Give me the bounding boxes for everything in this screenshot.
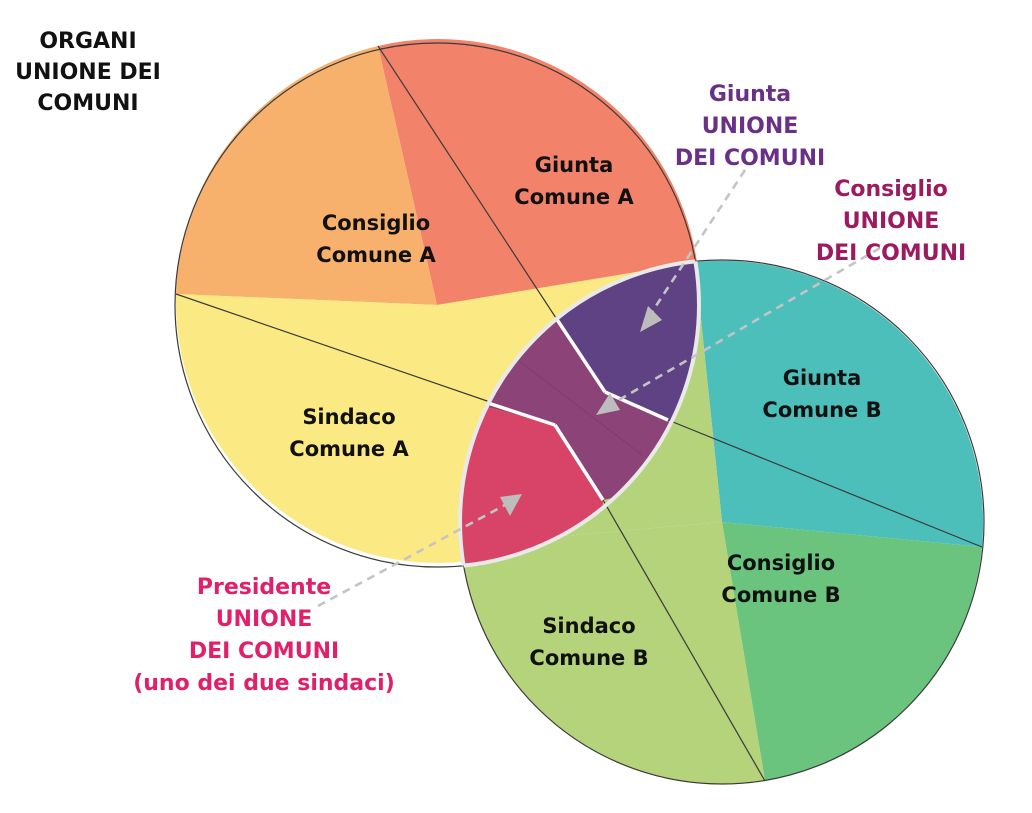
label-sindaco-comune-b: Sindaco xyxy=(542,614,635,638)
leader-lines xyxy=(317,169,881,608)
arrow-presidente-unione-icon xyxy=(500,494,522,516)
title-line-3: COMUNI xyxy=(37,91,138,116)
label-giunta-comune-a: Giunta xyxy=(535,153,614,177)
diagram-title: ORGANI UNIONE DEI COMUNI xyxy=(15,29,161,116)
label-giunta-comune-a-sub: Comune A xyxy=(514,185,634,209)
label-giunta-comune-b-sub: Comune B xyxy=(762,398,881,422)
label-presidente-unione-line2: UNIONE xyxy=(216,607,313,632)
labels-unione: Giunta UNIONE DEI COMUNI Consiglio UNION… xyxy=(133,82,966,696)
label-consiglio-comune-a: Consiglio xyxy=(322,211,430,235)
sector-consiglio-unione xyxy=(480,300,699,500)
label-consiglio-comune-b: Consiglio xyxy=(727,551,835,575)
label-presidente-unione-note: (uno dei due sindaci) xyxy=(133,671,395,696)
label-consiglio-comune-b-sub: Comune B xyxy=(721,583,840,607)
sector-sindaco-comune-b xyxy=(461,522,765,785)
label-sindaco-comune-a: Sindaco xyxy=(302,405,395,429)
title-line-2: UNIONE DEI xyxy=(15,60,161,85)
label-consiglio-unione-line2: UNIONE xyxy=(843,209,940,234)
arrow-consiglio-unione-icon xyxy=(596,393,620,415)
label-consiglio-unione: Consiglio xyxy=(834,177,948,202)
label-giunta-comune-b: Giunta xyxy=(783,366,862,390)
label-giunta-unione-line3: DEI COMUNI xyxy=(675,146,825,171)
arrow-giunta-unione-icon xyxy=(640,306,662,332)
label-consiglio-comune-a-sub: Comune A xyxy=(316,243,436,267)
sector-giunta-comune-a xyxy=(378,39,697,305)
labels-comune-b: Giunta Comune B Consiglio Comune B Sinda… xyxy=(529,366,881,670)
title-line-1: ORGANI xyxy=(39,29,136,54)
sector-giunta-unione xyxy=(556,260,699,420)
label-giunta-unione-line2: UNIONE xyxy=(702,114,799,139)
label-sindaco-comune-a-sub: Comune A xyxy=(289,437,409,461)
label-sindaco-comune-b-sub: Comune B xyxy=(529,646,648,670)
sector-consiglio-comune-b xyxy=(722,522,982,781)
sector-giunta-comune-b xyxy=(695,260,984,547)
label-consiglio-unione-line3: DEI COMUNI xyxy=(816,241,966,266)
label-giunta-unione: Giunta xyxy=(709,82,791,107)
sector-consiglio-comune-a xyxy=(176,46,437,305)
label-presidente-unione-line3: DEI COMUNI xyxy=(189,639,339,664)
labels-comune-a: Giunta Comune A Consiglio Comune A Sinda… xyxy=(289,153,634,461)
label-presidente-unione: Presidente xyxy=(197,575,331,600)
